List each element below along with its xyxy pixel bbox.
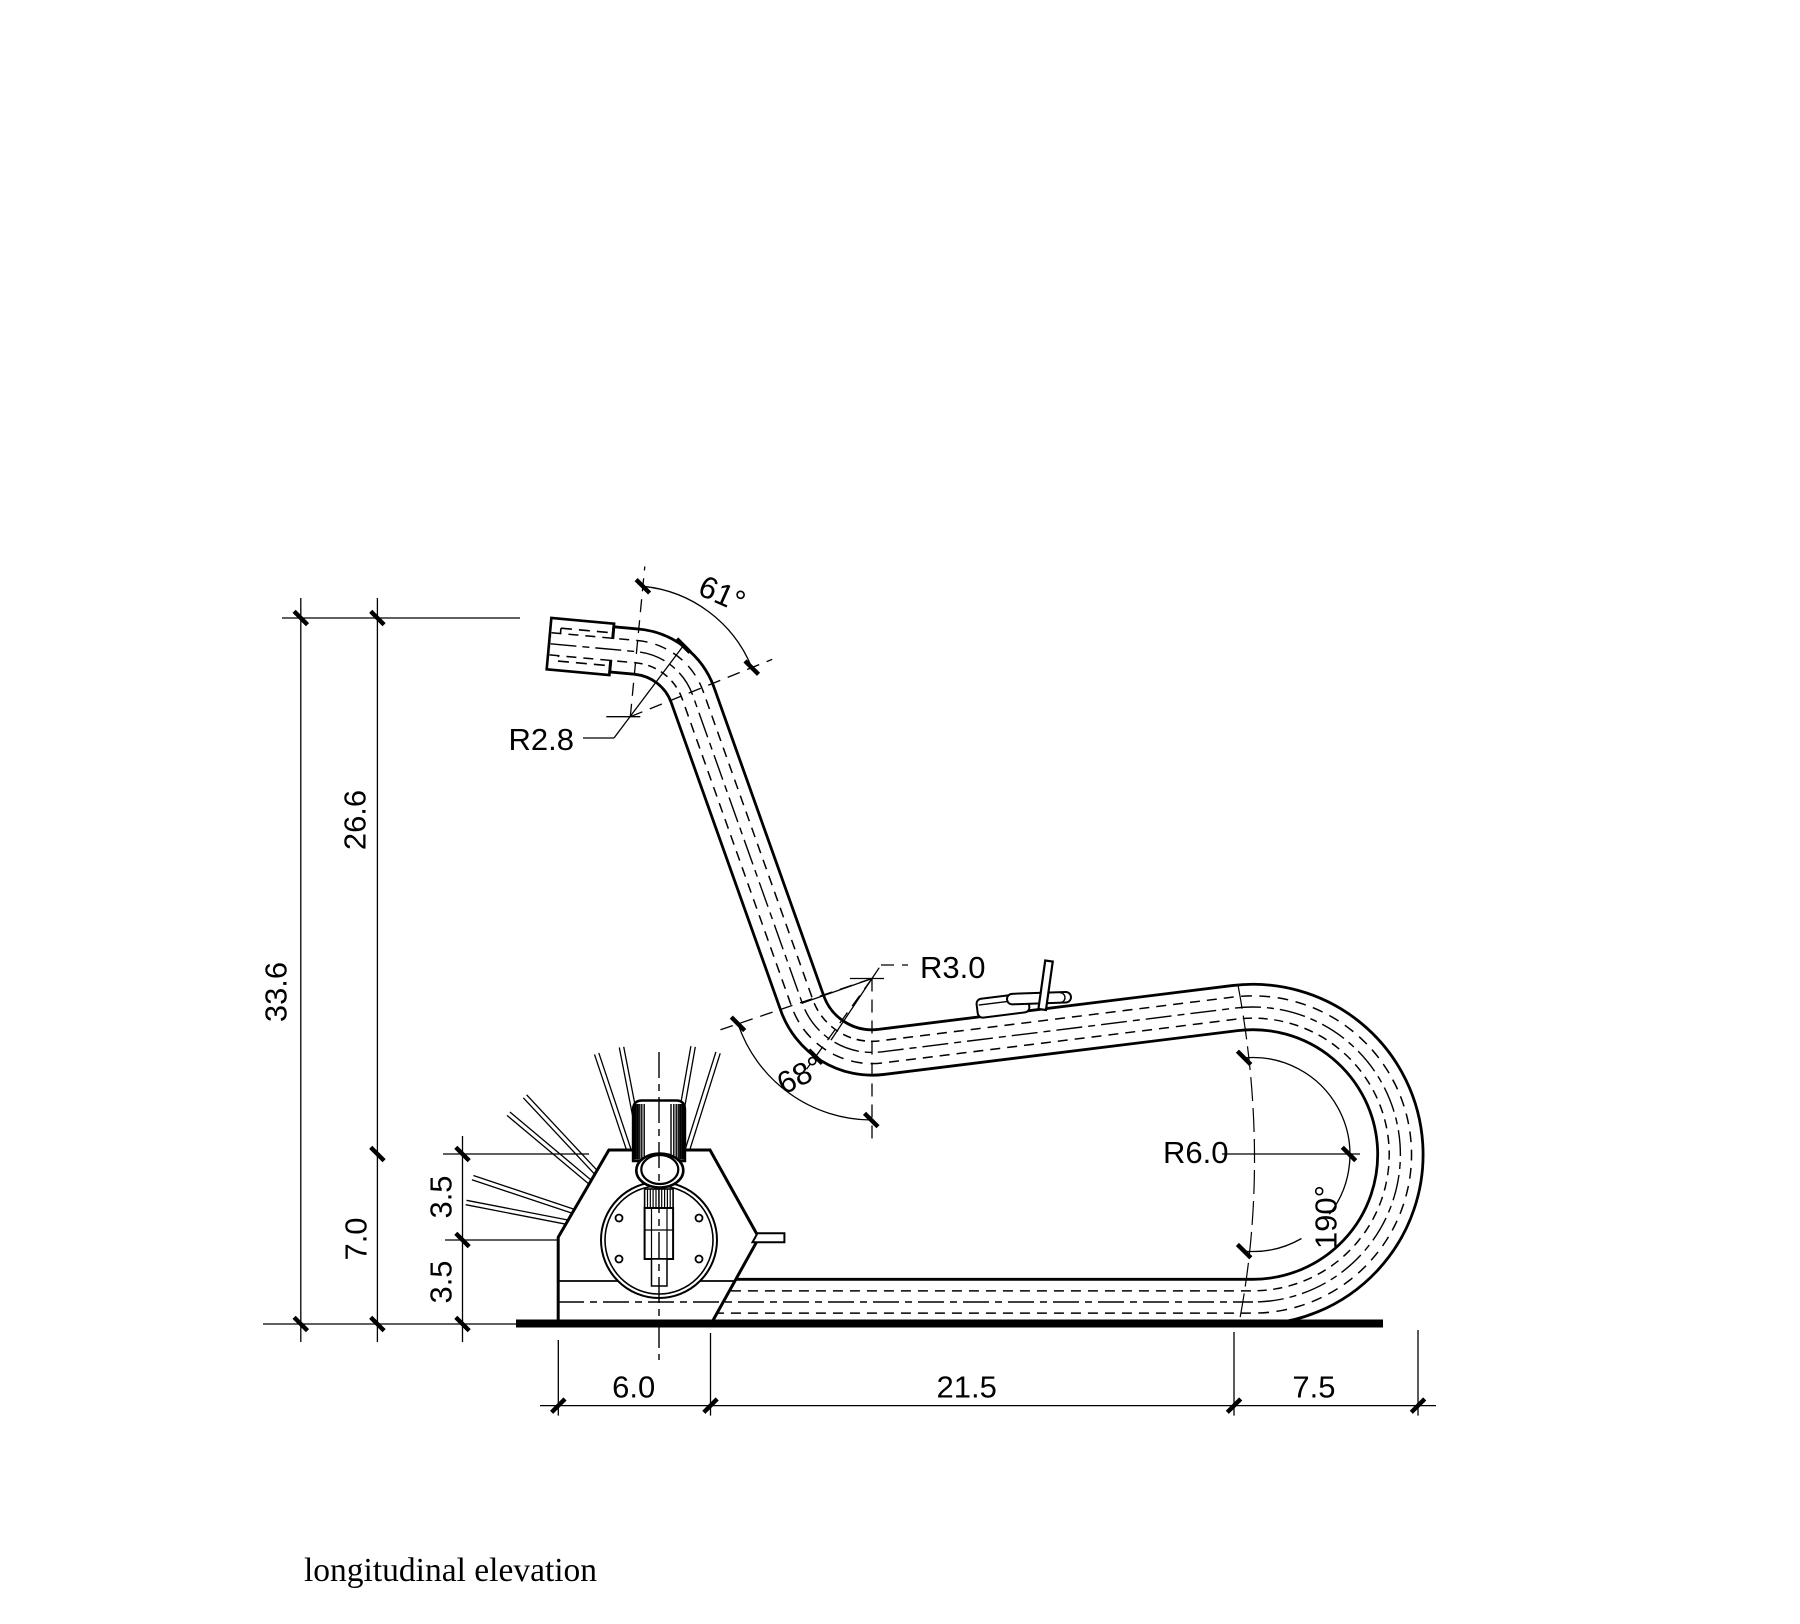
svg-text:R3.0: R3.0 (920, 950, 985, 985)
svg-text:190°: 190° (1309, 1185, 1344, 1249)
svg-text:6.0: 6.0 (612, 1370, 655, 1405)
svg-text:33.6: 33.6 (259, 962, 294, 1022)
svg-text:7.5: 7.5 (1292, 1370, 1335, 1405)
svg-text:longitudinal elevation: longitudinal elevation (304, 1552, 597, 1589)
svg-text:26.6: 26.6 (338, 790, 373, 850)
svg-text:R2.8: R2.8 (509, 722, 574, 757)
svg-text:R6.0: R6.0 (1163, 1135, 1228, 1170)
svg-text:3.5: 3.5 (424, 1175, 459, 1218)
svg-text:21.5: 21.5 (937, 1370, 997, 1405)
svg-text:3.5: 3.5 (424, 1260, 459, 1303)
svg-text:7.0: 7.0 (339, 1217, 374, 1260)
